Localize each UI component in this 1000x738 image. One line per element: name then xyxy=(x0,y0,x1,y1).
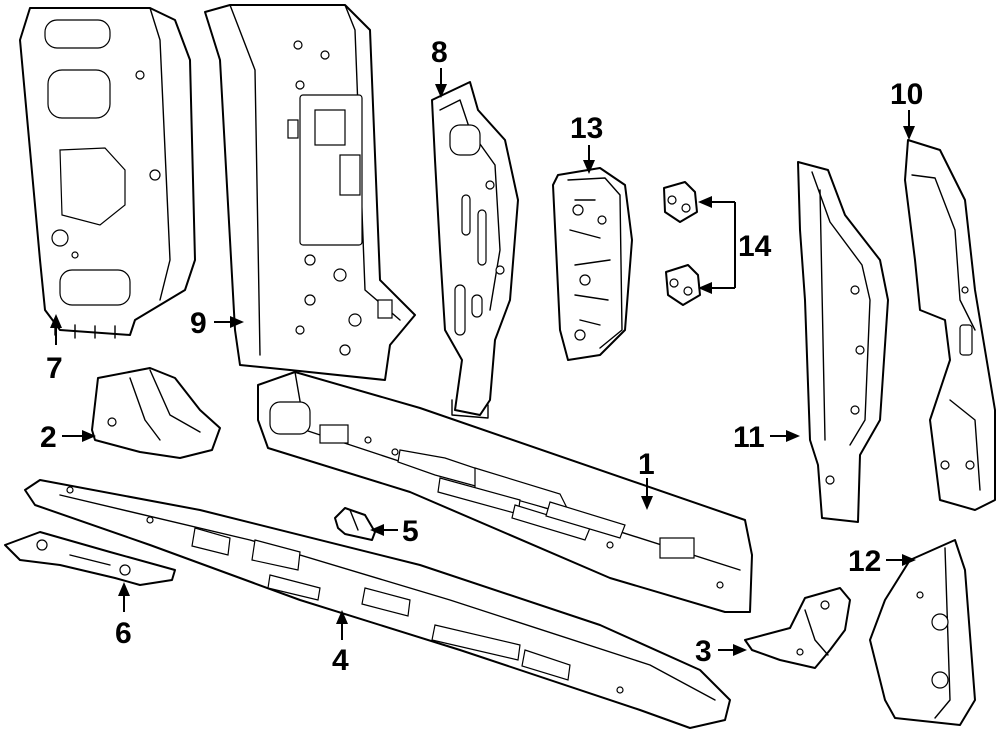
callout-12: 12 xyxy=(848,545,881,578)
part-13-reinforcement xyxy=(552,167,633,361)
part-7-pillar-panel xyxy=(19,7,196,339)
callout-7: 7 xyxy=(46,352,63,385)
part-6-flat-bracket xyxy=(4,531,176,586)
callout-4: 4 xyxy=(332,644,349,677)
leader-lines xyxy=(50,68,916,656)
part-14-clips xyxy=(663,181,701,306)
callout-10: 10 xyxy=(890,78,923,111)
part-2-bracket xyxy=(91,367,221,459)
callout-3: 3 xyxy=(695,635,712,668)
callout-2: 2 xyxy=(40,421,57,454)
callout-8: 8 xyxy=(431,36,448,69)
part-11-rail xyxy=(797,161,889,523)
callout-11: 11 xyxy=(733,421,765,454)
part-12-corner-panel xyxy=(869,539,976,726)
callout-1: 1 xyxy=(638,448,655,481)
part-4-floor-rail xyxy=(24,479,731,729)
callout-9: 9 xyxy=(190,307,207,340)
part-1-rocker-panel xyxy=(257,371,753,613)
callout-5: 5 xyxy=(402,515,419,548)
part-8-inner-pillar xyxy=(431,81,519,419)
callout-labels: 1 2 3 4 5 6 7 8 9 10 11 12 13 14 xyxy=(40,36,923,677)
part-10-outer-pillar xyxy=(904,139,996,511)
callout-6: 6 xyxy=(115,617,132,650)
callout-14: 14 xyxy=(738,230,772,263)
part-5-clip xyxy=(334,507,376,541)
part-9-center-panel xyxy=(204,4,416,381)
callout-13: 13 xyxy=(570,112,603,145)
part-3-lower-bracket xyxy=(744,587,851,669)
